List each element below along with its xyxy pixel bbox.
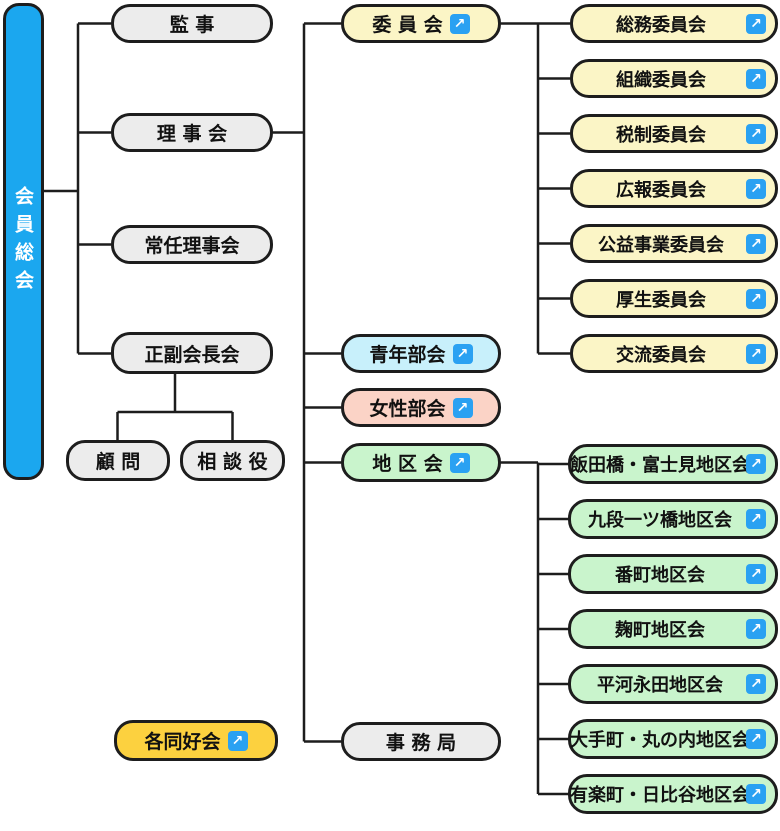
committee-label: 税制委員会 xyxy=(616,124,706,146)
committee-node[interactable]: 公益事業委員会 ↗ xyxy=(570,224,778,263)
external-link-icon: ↗ xyxy=(746,784,766,804)
committee-label: 公益事業委員会 xyxy=(598,234,724,256)
committee-label: 広報委員会 xyxy=(616,179,706,201)
external-link-icon: ↗ xyxy=(746,13,766,34)
node-committees-hub[interactable]: 委 員 会 ↗ xyxy=(341,4,501,43)
external-link-icon: ↗ xyxy=(746,509,766,529)
node-label: 地 区 会 xyxy=(372,453,443,475)
node-label: 各同好会 xyxy=(144,731,221,753)
district-label: 飯田橋・富士見地区会 xyxy=(570,455,750,476)
district-node[interactable]: 大手町・丸の内地区会 ↗ xyxy=(568,719,778,759)
committee-node[interactable]: 税制委員会 ↗ xyxy=(570,114,778,153)
node-label: 委 員 会 xyxy=(372,14,443,36)
node-label: 正副会長会 xyxy=(144,343,240,366)
external-link-icon: ↗ xyxy=(746,674,766,694)
node-label: 事 務 局 xyxy=(385,732,457,754)
external-link-icon: ↗ xyxy=(746,343,766,364)
node-districts-hub[interactable]: 地 区 会 ↗ xyxy=(341,443,501,482)
external-link-icon: ↗ xyxy=(746,564,766,584)
node-auditors: 監 事 xyxy=(111,4,273,43)
external-link-icon: ↗ xyxy=(452,343,473,364)
node-label: 相 談 役 xyxy=(197,451,268,473)
node-consultants: 相 談 役 xyxy=(180,440,285,481)
node-label: 理 事 会 xyxy=(156,123,228,145)
district-node[interactable]: 番町地区会 ↗ xyxy=(568,554,778,594)
committee-node[interactable]: 広報委員会 ↗ xyxy=(570,169,778,208)
node-member-general-meeting: 会員総会 xyxy=(3,3,44,480)
node-standing-directors: 常任理事会 xyxy=(111,225,273,264)
district-label: 平河永田地区会 xyxy=(597,675,723,696)
external-link-icon: ↗ xyxy=(746,68,766,89)
external-link-icon: ↗ xyxy=(449,452,470,473)
district-label: 番町地区会 xyxy=(615,565,705,586)
district-label: 九段一ツ橋地区会 xyxy=(588,510,732,531)
committee-node[interactable]: 厚生委員会 ↗ xyxy=(570,279,778,318)
node-advisors: 顧 問 xyxy=(66,440,170,481)
node-label: 監 事 xyxy=(169,14,215,36)
external-link-icon: ↗ xyxy=(746,454,766,474)
node-label: 女性部会 xyxy=(369,398,446,420)
external-link-icon: ↗ xyxy=(746,233,766,254)
external-link-icon: ↗ xyxy=(449,13,470,34)
committee-label: 厚生委員会 xyxy=(616,289,706,311)
district-node[interactable]: 有楽町・日比谷地区会 ↗ xyxy=(568,774,778,814)
district-node[interactable]: 麹町地区会 ↗ xyxy=(568,609,778,649)
committee-label: 組織委員会 xyxy=(616,69,706,91)
external-link-icon: ↗ xyxy=(746,123,766,144)
node-hobby-clubs[interactable]: 各同好会 ↗ xyxy=(114,720,278,761)
district-node[interactable]: 平河永田地区会 ↗ xyxy=(568,664,778,704)
committee-label: 交流委員会 xyxy=(616,344,706,366)
district-label: 有楽町・日比谷地区会 xyxy=(570,785,750,806)
external-link-icon: ↗ xyxy=(746,619,766,639)
external-link-icon: ↗ xyxy=(452,397,473,418)
node-womens-division[interactable]: 女性部会 ↗ xyxy=(341,388,501,427)
node-president-vp-council: 正副会長会 xyxy=(111,332,273,374)
external-link-icon: ↗ xyxy=(227,730,248,751)
district-label: 大手町・丸の内地区会 xyxy=(570,730,750,751)
node-board-of-directors: 理 事 会 xyxy=(111,113,273,152)
node-label: 会員総会 xyxy=(12,185,34,298)
external-link-icon: ↗ xyxy=(746,178,766,199)
node-label: 常任理事会 xyxy=(144,235,240,257)
committee-node[interactable]: 総務委員会 ↗ xyxy=(570,4,778,43)
district-node[interactable]: 飯田橋・富士見地区会 ↗ xyxy=(568,444,778,484)
external-link-icon: ↗ xyxy=(746,729,766,749)
committee-node[interactable]: 交流委員会 ↗ xyxy=(570,334,778,373)
node-label: 青年部会 xyxy=(369,344,446,366)
committee-label: 総務委員会 xyxy=(616,14,706,36)
committee-node[interactable]: 組織委員会 ↗ xyxy=(570,59,778,98)
node-youth-division[interactable]: 青年部会 ↗ xyxy=(341,334,501,373)
node-label: 顧 問 xyxy=(95,451,141,473)
district-node[interactable]: 九段一ツ橋地区会 ↗ xyxy=(568,499,778,539)
district-label: 麹町地区会 xyxy=(615,620,705,641)
node-secretariat: 事 務 局 xyxy=(341,722,501,761)
external-link-icon: ↗ xyxy=(746,288,766,309)
